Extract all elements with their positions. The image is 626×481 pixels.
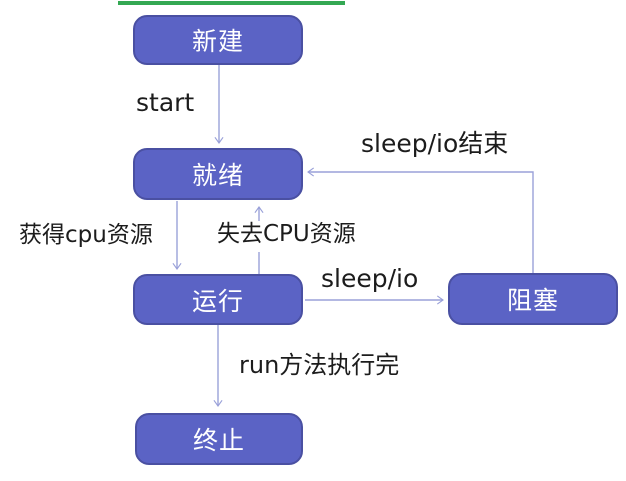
node-running-label: 运行 [191,286,244,316]
edge-label-run-done: run方法执行完 [239,351,400,379]
node-running: 运行 [133,274,303,325]
edge-label-sleep-io-end: sleep/io结束 [361,129,509,158]
node-new-label: 新建 [191,27,244,56]
node-terminated: 终止 [135,413,303,465]
node-ready-label: 就绪 [191,161,244,190]
edge-label-start: start [136,88,195,117]
edge-label-sleep-io: sleep/io [321,264,419,293]
node-blocked: 阻塞 [448,273,618,325]
top-green-underline [118,1,345,5]
edge-label-lose-cpu: 失去CPU资源 [217,221,356,247]
node-new: 新建 [133,15,303,65]
node-terminated-label: 终止 [192,426,245,455]
node-blocked-label: 阻塞 [506,286,559,315]
edge-label-acquire-cpu: 获得cpu资源 [19,222,153,248]
node-ready: 就绪 [133,148,303,200]
